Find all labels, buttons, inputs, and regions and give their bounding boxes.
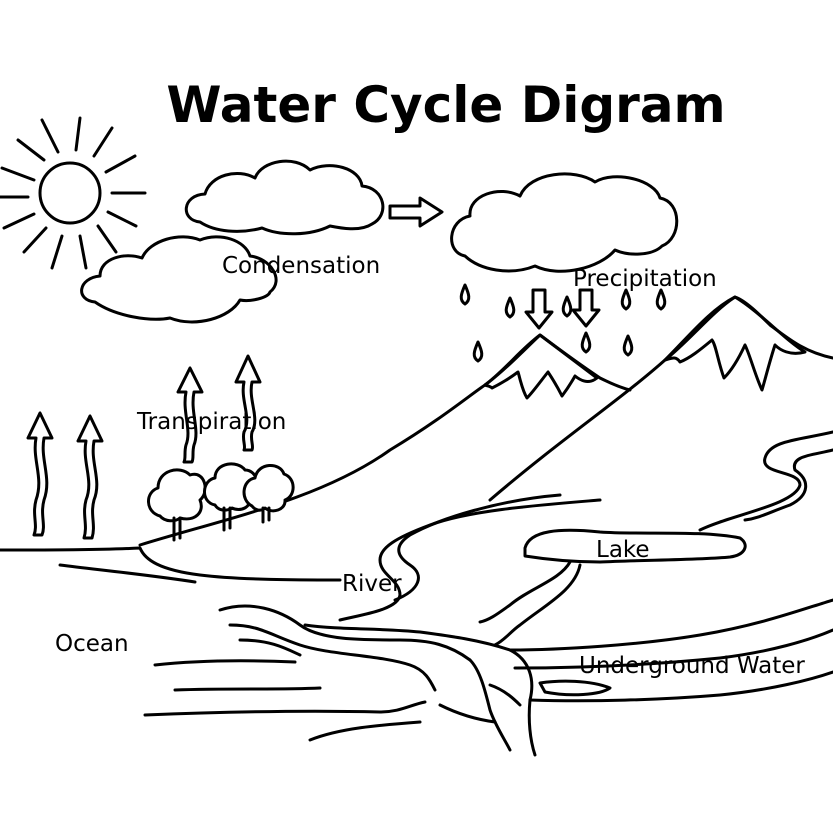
diagram-title: Water Cycle Digram <box>166 76 725 134</box>
label-transpiration: Transpiration <box>136 409 286 435</box>
arrow-icon <box>26 354 262 540</box>
ocean-waves <box>143 659 427 742</box>
label-ocean: Ocean <box>55 631 129 657</box>
label-precipitation: Precipitation <box>573 266 717 292</box>
mountain-icon <box>138 333 632 547</box>
arrow-icon <box>388 196 444 228</box>
sun-icon <box>0 116 147 270</box>
label-underground-water: Underground Water <box>579 653 805 679</box>
arrow-icon <box>524 288 554 330</box>
cloud-icon <box>184 159 385 236</box>
river <box>218 430 833 757</box>
cloud-icon <box>450 172 679 273</box>
cloud-icon <box>80 235 278 324</box>
shoreline <box>0 546 342 582</box>
mountain-icon <box>488 295 833 502</box>
label-river: River <box>342 571 402 597</box>
label-condensation: Condensation <box>222 253 380 279</box>
label-lake: Lake <box>596 537 650 563</box>
tree-icon <box>242 464 295 524</box>
arrow-icon <box>571 288 601 328</box>
tree-icon <box>147 468 207 542</box>
raindrop-icon <box>459 283 667 363</box>
